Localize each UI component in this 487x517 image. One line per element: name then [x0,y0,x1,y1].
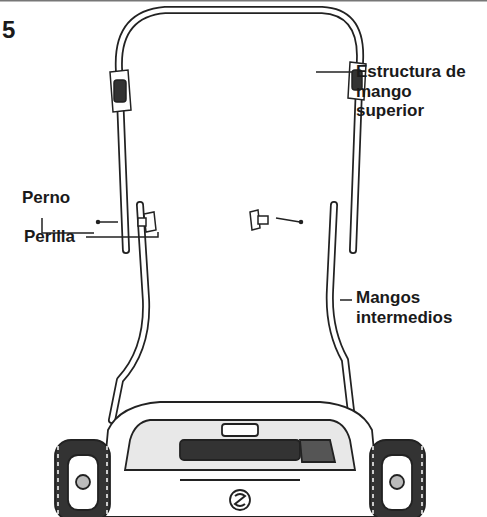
part-label: Perno [22,188,70,208]
part-label: Perilla [24,227,75,247]
aerator-deck [100,402,380,517]
tire-tread [58,446,422,514]
part-label: Estructura de mango superior [356,62,474,121]
part-label: Mangos intermedios [356,288,474,327]
handle-switches [110,62,366,112]
wheels [55,440,425,517]
upper-handle [119,10,360,250]
step-number: 5 [2,16,15,44]
knobs-bolts [97,210,303,232]
leader-lines [42,72,352,300]
top-border [0,0,487,2]
